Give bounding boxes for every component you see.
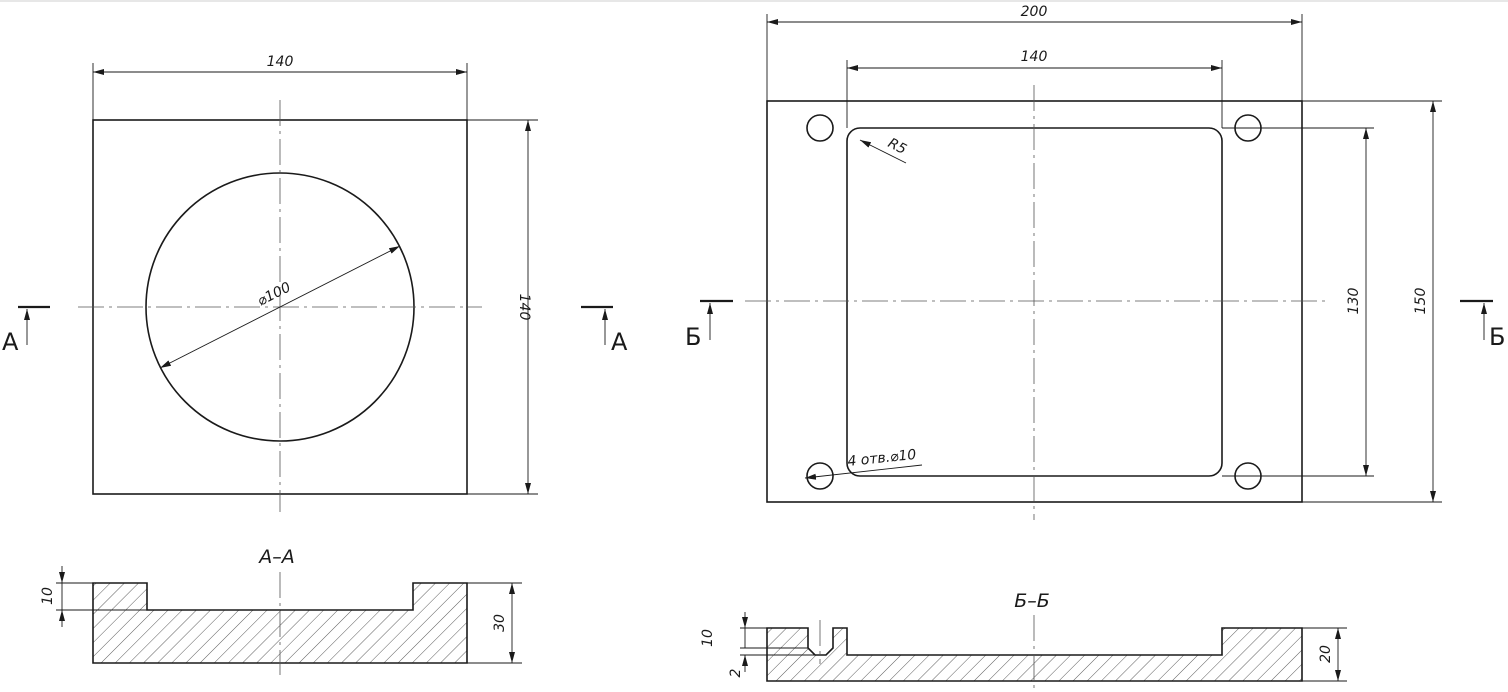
left-diameter-dim-text: ⌀100	[255, 279, 294, 309]
left-width-dim-text: 140	[267, 54, 294, 70]
section-b-view: Б–Б 10 2 20	[700, 590, 1347, 690]
left-section-letter-right: A	[611, 328, 628, 356]
right-overall-height-dim-text: 150	[1413, 288, 1429, 315]
left-section-letter-left: A	[2, 328, 19, 356]
right-pocket-width-dim-text: 140	[1021, 49, 1048, 65]
right-overall-width-dim-text: 200	[1021, 4, 1048, 20]
right-section-letter-right: Б	[1489, 323, 1505, 351]
left-plan-view: 140 140 ⌀100 A A	[2, 54, 628, 512]
section-a-view: A–A 10 30	[40, 546, 522, 675]
section-b-drilltip-dim-text: 2	[728, 668, 744, 677]
section-b-hatched-body	[766, 627, 1303, 682]
right-pocket-outline	[846, 127, 1223, 477]
right-radius-dim-text: R5	[885, 135, 909, 158]
hole-top-left	[806, 114, 834, 142]
section-a-depth-dim-text: 10	[40, 587, 56, 605]
right-radius-leader	[859, 139, 907, 164]
left-section-mark-left: A	[2, 305, 50, 356]
right-plan-view: 200 140 130 150 R5 4 отв.⌀10 Б Б	[685, 4, 1505, 520]
right-section-mark-right: Б	[1460, 299, 1505, 351]
left-height-dim-text: 140	[516, 294, 532, 321]
section-a-thickness-dim-text: 30	[492, 614, 508, 632]
right-section-mark-left: Б	[685, 299, 733, 351]
section-a-title: A–A	[257, 546, 295, 568]
section-b-depth-dim-text: 10	[700, 629, 716, 647]
section-b-thickness-dim-text: 20	[1318, 645, 1334, 663]
right-holes-leader	[804, 464, 923, 480]
right-plate-outline	[766, 100, 1303, 503]
right-section-letter-left: Б	[685, 323, 701, 351]
section-b-title: Б–Б	[1014, 590, 1050, 612]
left-diameter-dim-line	[159, 245, 401, 369]
right-holes-dim-text: 4 отв.⌀10	[847, 447, 917, 470]
left-section-mark-right: A	[581, 305, 628, 356]
right-pocket-height-dim-text: 130	[1346, 288, 1362, 315]
